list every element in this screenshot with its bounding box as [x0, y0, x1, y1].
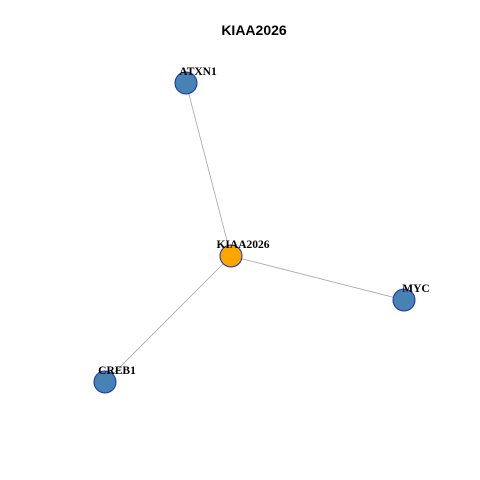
diagram-title: KIAA2026 [221, 22, 287, 38]
edges-layer [104, 82, 405, 383]
edge-kiaa2026-atxn1 [185, 82, 232, 257]
node-circle-kiaa2026 [219, 244, 243, 268]
edge-kiaa2026-myc [230, 255, 405, 301]
node-label-myc: MYC [402, 283, 429, 295]
node-circle-myc [392, 288, 416, 312]
edge-kiaa2026-creb1 [104, 255, 232, 383]
node-kiaa2026: KIAA2026 [216, 239, 270, 268]
node-label-atxn1: ATXN1 [179, 66, 217, 78]
node-circle-creb1 [93, 370, 117, 394]
node-creb1: CREB1 [93, 365, 136, 394]
node-label-kiaa2026: KIAA2026 [216, 239, 269, 251]
node-label-creb1: CREB1 [98, 365, 136, 377]
node-circle-atxn1 [174, 71, 198, 95]
node-myc: MYC [392, 283, 430, 312]
node-atxn1: ATXN1 [174, 66, 217, 95]
